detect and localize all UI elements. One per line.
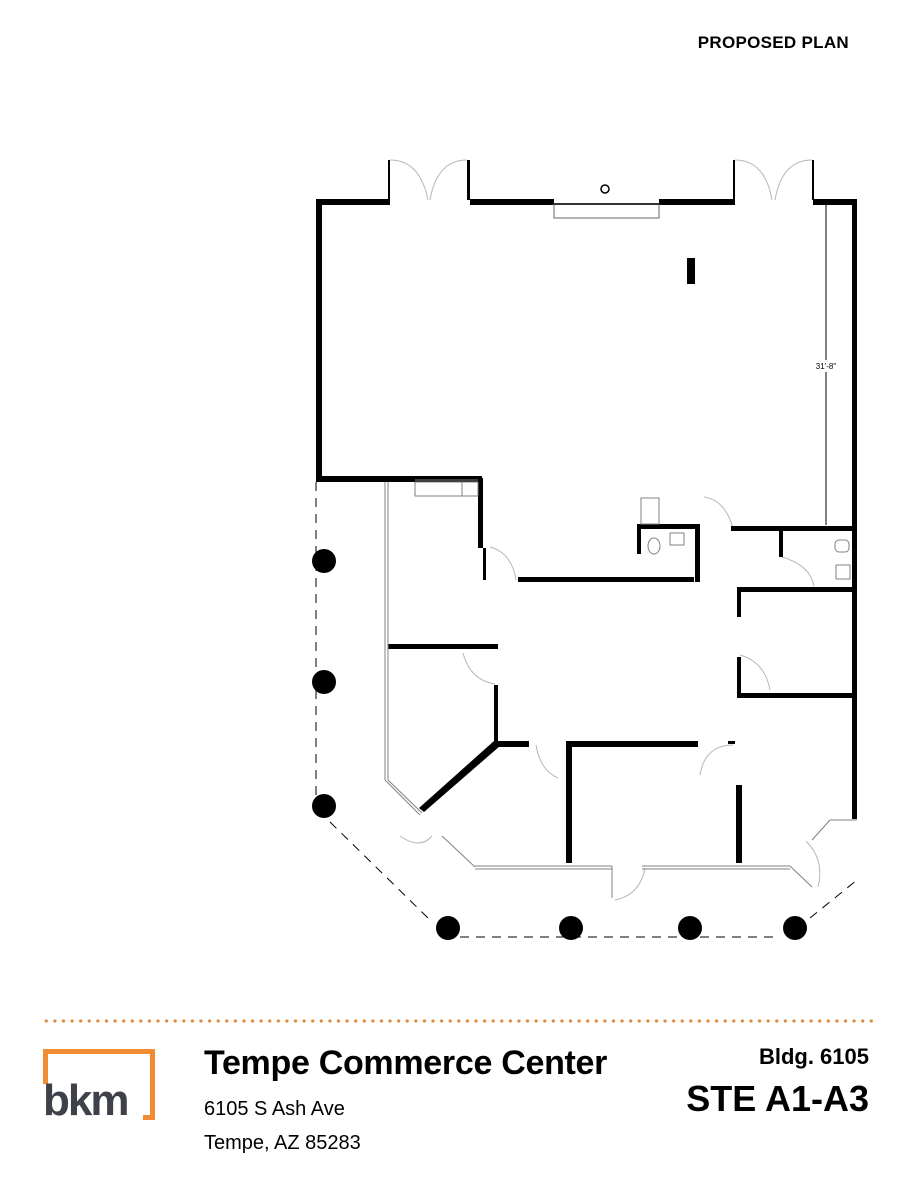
canopy-outline [315,482,858,938]
suite-number: STE A1-A3 [686,1078,869,1119]
logo-text: bkm [43,1076,129,1125]
building-number: Bldg. 6105 [758,1044,869,1069]
dimension-label: 31'-8" [816,362,837,371]
column [783,916,807,940]
footer-divider [42,1019,874,1023]
column [312,549,336,573]
column [559,916,583,940]
floor-plan: 31'-8" [312,159,858,940]
column [312,670,336,694]
address-line-2: Tempe, AZ 85283 [204,1132,361,1154]
column [436,916,460,940]
column [312,794,336,818]
column-marker [600,184,610,194]
plan-title: PROPOSED PLAN [697,33,849,52]
exterior-walls [316,160,857,819]
storefront-window [553,203,660,219]
logo-frame-icon [43,1049,155,1115]
interior-walls [388,478,857,863]
interior-column [687,258,695,284]
door-swings [389,159,821,901]
columns [312,549,807,940]
bkm-logo: bkm [43,1049,155,1125]
address-line-1: 6105 S Ash Ave [204,1098,345,1120]
glazing [384,479,857,898]
property-name: Tempe Commerce Center [204,1044,608,1082]
column [678,916,702,940]
